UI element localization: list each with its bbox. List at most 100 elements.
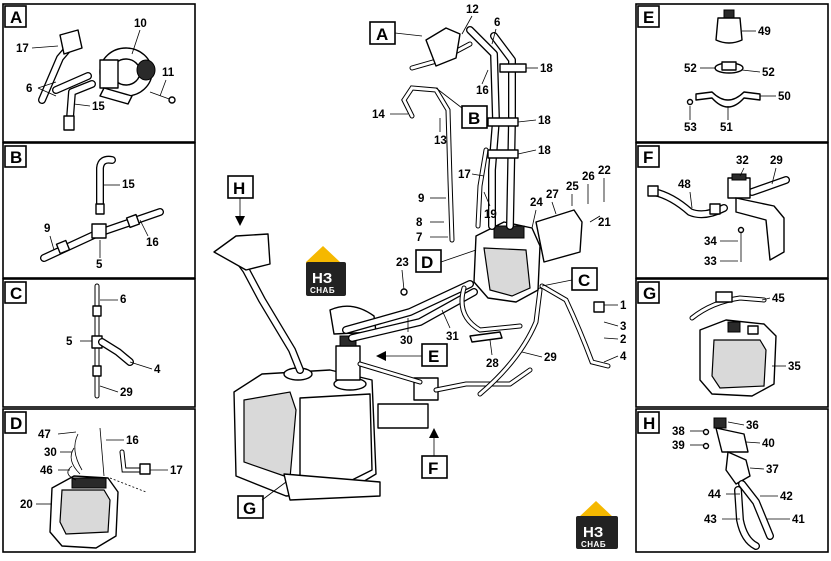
- part-callout-number: 46: [40, 465, 53, 477]
- part-callout-number: 53: [684, 122, 697, 134]
- detail-panel-c: C 6 5 4 29: [2, 278, 196, 408]
- watermark-text: НЗ: [583, 524, 603, 541]
- detail-panel-d: D 47 16 30 17 46 20: [2, 408, 196, 553]
- panel-e-letter: E: [643, 8, 654, 27]
- view-marker-d: D: [415, 249, 477, 273]
- part-callout-number: 7: [416, 232, 422, 244]
- detail-panel-h: H 38 36 39 40 37 44 42 43 41: [635, 408, 829, 553]
- part-callout-number: 16: [126, 435, 139, 447]
- panel-b-letter: B: [10, 148, 22, 167]
- heater-unit-illustration: [49, 427, 151, 549]
- part-callout-number: 26: [582, 171, 595, 183]
- view-marker-h: H: [227, 175, 254, 226]
- view-letter: E: [428, 347, 439, 366]
- view-letter: G: [243, 499, 256, 518]
- detail-panel-g: G 45 35: [635, 278, 829, 408]
- part-callout-number: 6: [494, 17, 500, 29]
- part-callout-number: 50: [778, 91, 791, 103]
- panel-h-letter: H: [643, 414, 655, 433]
- part-callout-number: 25: [566, 181, 579, 193]
- view-letter: B: [468, 109, 480, 128]
- part-callout-number: 20: [20, 499, 33, 511]
- part-callout-number: 40: [762, 438, 775, 450]
- watermark-text: СНАБ: [581, 540, 606, 549]
- part-callout-number: 30: [400, 335, 413, 347]
- part-callout-number: 16: [146, 237, 159, 249]
- part-callout-number: 35: [788, 361, 801, 373]
- part-callout-number: 17: [16, 43, 29, 55]
- tee-junction-illustration: [40, 155, 164, 262]
- part-callout-number: 47: [38, 429, 51, 441]
- filler-neck-illustration: [702, 417, 774, 550]
- fuel-tank: [233, 367, 381, 501]
- part-callout-number: 34: [704, 236, 717, 248]
- part-callout-number: 9: [44, 223, 50, 235]
- part-callout-number: 2: [620, 334, 626, 346]
- part-callout-number: 18: [538, 145, 551, 157]
- watermark-logo-corner: НЗ СНАБ: [576, 501, 618, 549]
- part-callout-number: 45: [772, 293, 785, 305]
- part-callout-number: 37: [766, 464, 779, 476]
- view-marker-f: F: [421, 428, 448, 479]
- part-callout-number: 24: [530, 197, 543, 209]
- view-marker-e: E: [376, 343, 448, 367]
- part-callout-number: 18: [538, 115, 551, 127]
- part-callout-number: 15: [122, 179, 135, 191]
- part-callout-number: 3: [620, 321, 626, 333]
- part-callout-number: 29: [120, 387, 133, 399]
- part-callout-number: 27: [546, 189, 559, 201]
- detail-panel-e: E 49 52 52 50 53 51: [635, 3, 829, 143]
- part-callout-number: 22: [598, 165, 611, 177]
- part-callout-number: 41: [792, 514, 805, 526]
- panel-d-letter: D: [10, 414, 22, 433]
- part-callout-number: 39: [672, 440, 685, 452]
- view-marker-b: B: [435, 87, 488, 129]
- part-callout-number: 18: [540, 63, 553, 75]
- panel-f-letter: F: [643, 148, 653, 167]
- clamp-assembly-illustration: [686, 9, 761, 108]
- watermark-logo-center: НЗ СНАБ: [306, 246, 346, 296]
- view-marker-a: A: [369, 21, 423, 45]
- part-callout-number: 17: [170, 465, 183, 477]
- part-callout-number: 52: [762, 67, 775, 79]
- view-letter: A: [376, 25, 388, 44]
- part-callout-number: 5: [96, 259, 103, 271]
- part-callout-number: 14: [372, 109, 385, 121]
- panel-c-letter: C: [10, 284, 22, 303]
- part-callout-number: 28: [486, 358, 499, 370]
- detail-panel-f: F 32 29 48 34 33: [635, 142, 829, 279]
- panel-g-letter: G: [643, 284, 656, 303]
- part-callout-number: 42: [780, 491, 793, 503]
- part-callout-number: 13: [434, 135, 447, 147]
- part-callout-number: 51: [720, 122, 733, 134]
- part-callout-number: 4: [154, 364, 161, 376]
- part-callout-number: 6: [26, 83, 32, 95]
- part-callout-number: 38: [672, 426, 685, 438]
- detail-panel-a: A 10 17 11 6 15: [2, 3, 196, 143]
- part-callout-number: 29: [770, 155, 783, 167]
- part-callout-number: 1: [620, 300, 627, 312]
- watermark-text: НЗ: [312, 270, 332, 287]
- main-callouts: 12 6 18 16 14 13 18 18 17 9 19 27 25 26 …: [372, 4, 627, 370]
- part-callout-number: 8: [416, 217, 423, 229]
- part-callout-number: 49: [758, 26, 771, 38]
- part-callout-number: 4: [620, 351, 627, 363]
- view-letter: F: [428, 459, 438, 478]
- part-callout-number: 5: [66, 336, 73, 348]
- part-callout-number: 29: [544, 352, 557, 364]
- panel-a-letter: A: [10, 8, 22, 27]
- part-callout-number: 21: [598, 217, 611, 229]
- part-callout-number: 6: [120, 294, 126, 306]
- part-callout-number: 17: [458, 169, 471, 181]
- part-callout-number: 36: [746, 420, 759, 432]
- part-callout-number: 15: [92, 101, 105, 113]
- part-callout-number: 30: [44, 447, 57, 459]
- part-callout-number: 44: [708, 489, 721, 501]
- part-callout-number: 48: [678, 179, 691, 191]
- part-callout-number: 9: [418, 193, 424, 205]
- part-callout-number: 31: [446, 331, 459, 343]
- watermark-text: СНАБ: [310, 286, 335, 295]
- view-letter: D: [421, 253, 433, 272]
- detail-panel-b: B 15 9 16 5: [2, 142, 196, 279]
